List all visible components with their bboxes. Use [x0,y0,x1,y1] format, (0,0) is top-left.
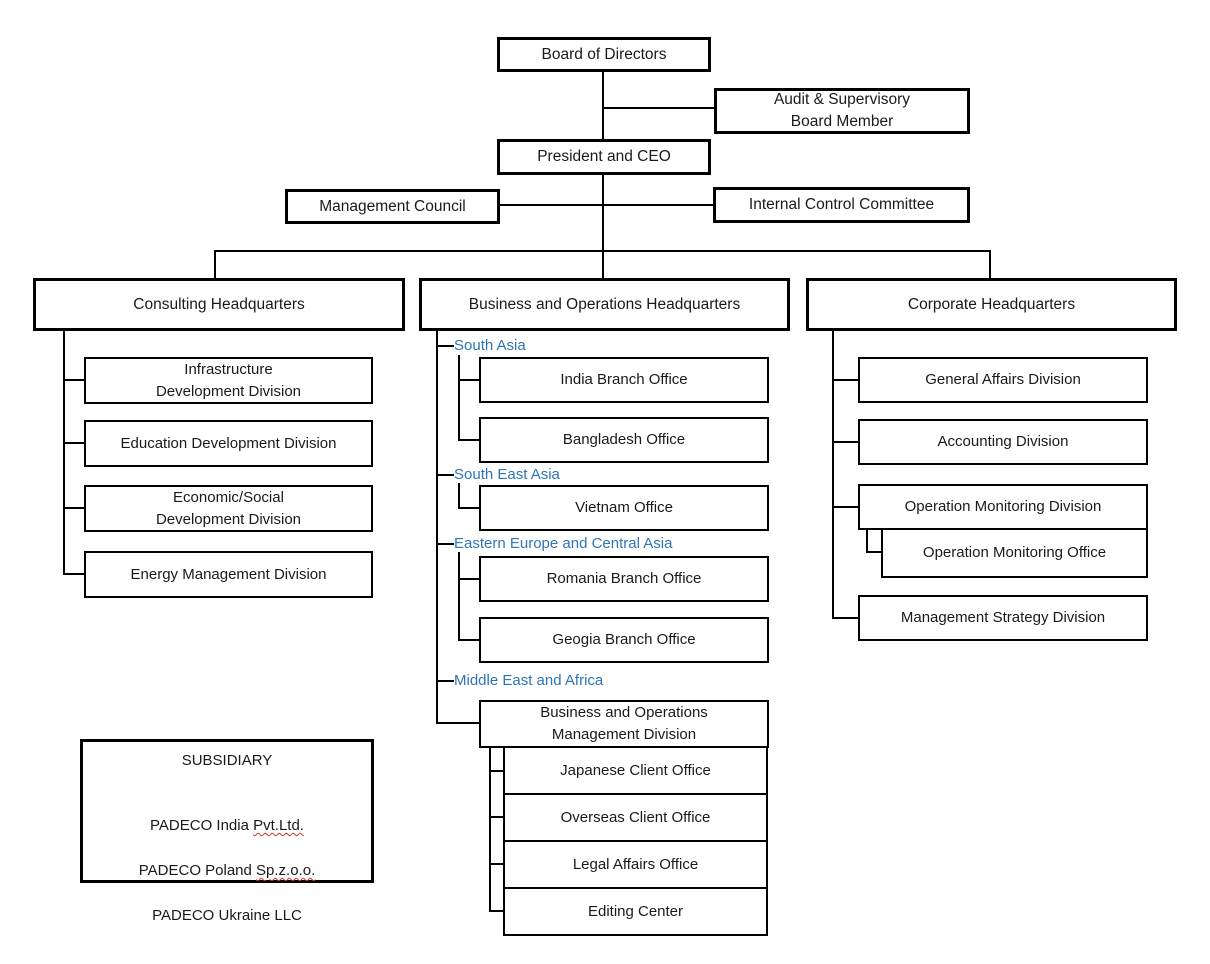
node-education-development-division: Education Development Division [84,420,373,467]
connector-eastern-europe-trunk [458,552,460,641]
subsidiary-company-name: PADECO Ukraine LLC [152,907,302,924]
region-label-middle-east-africa: Middle East and Africa [454,672,604,689]
connector-elbow-bom-division [436,722,479,724]
region-label-south-asia: South Asia [454,337,526,354]
connector-business-trunk [436,331,438,724]
node-management-strategy-division: Management Strategy Division [858,595,1148,641]
connector-tick-bangladesh [458,439,479,441]
subsidiary-company-name: PADECO India [150,817,254,834]
connector-tick-education [63,442,84,444]
connector-tick-south-asia [436,345,454,347]
connector-op-office-tick [866,551,882,553]
subsidiary-company-suffix-misspelled: Pvt.Ltd. [253,817,304,834]
node-overseas-client-office: Overseas Client Office [503,793,768,842]
node-india-branch-office: India Branch Office [479,357,769,403]
node-operation-monitoring-office: Operation Monitoring Office [881,528,1148,578]
connector-corporate-trunk [832,331,834,618]
node-energy-management-division: Energy Management Division [84,551,373,598]
region-label-eastern-europe-central-asia: Eastern Europe and Central Asia [454,535,673,552]
subsidiary-company-line: PADECO Ukraine LLC [139,904,315,927]
connector-tick-infrastructure [63,379,84,381]
subsidiary-company-name: PADECO Poland [138,862,257,879]
connector-tick-eastern-europe [436,543,454,545]
connector-splitter-drop-left [214,250,216,278]
connector-consulting-trunk [63,331,65,575]
region-label-south-east-asia: South East Asia [454,466,560,483]
subsidiary-company-list: PADECO India Pvt.Ltd. PADECO Poland Sp.z… [139,792,315,949]
connector-to-audit [602,107,714,109]
node-infrastructure-development-division: Infrastructure Development Division [84,357,373,404]
connector-tick-vietnam [458,507,479,509]
connector-op-office-drop [866,530,868,553]
subsidiary-company-suffix-misspelled: Sp.z.o.o. [256,862,316,879]
node-editing-center: Editing Center [503,887,768,936]
node-accounting-division: Accounting Division [858,419,1148,465]
connector-tick-energy [63,573,84,575]
node-management-council: Management Council [285,189,500,224]
node-corporate-headquarters: Corporate Headquarters [806,278,1177,331]
connector-tick-geogia [458,639,479,641]
connector-south-asia-trunk [458,355,460,441]
node-internal-control-committee: Internal Control Committee [713,187,970,223]
connector-tick-india [458,379,479,381]
node-audit-supervisory-board-member: Audit & Supervisory Board Member [714,88,970,134]
connector-bom-offices-trunk [489,746,491,912]
connector-tick-economic [63,507,84,509]
connector-tick-romania [458,578,479,580]
node-romania-branch-office: Romania Branch Office [479,556,769,602]
node-vietnam-office: Vietnam Office [479,485,769,531]
subsidiary-box: SUBSIDIARY PADECO India Pvt.Ltd. PADECO … [80,739,374,924]
connector-splitter-drop-right [989,250,991,278]
connector-tick-op-monitoring-division [832,506,858,508]
connector-south-east-asia-trunk [458,483,460,509]
connector-tick-general-affairs [832,379,858,381]
node-general-affairs-division: General Affairs Division [858,357,1148,403]
connector-tick-legal-affairs [489,863,503,865]
node-geogia-branch-office: Geogia Branch Office [479,617,769,663]
node-japanese-client-office: Japanese Client Office [503,746,768,795]
connector-tick-middle-east [436,680,454,682]
connector-tick-overseas-client [489,816,503,818]
node-bangladesh-office: Bangladesh Office [479,417,769,463]
subsidiary-company-line: PADECO India Pvt.Ltd. [139,814,315,837]
node-board-of-directors: Board of Directors [497,37,711,72]
node-business-operations-headquarters: Business and Operations Headquarters [419,278,790,331]
connector-hq-splitter [214,250,991,252]
connector-tick-japanese-client [489,770,503,772]
node-business-operations-management-division: Business and Operations Management Divis… [479,700,769,748]
subsidiary-title: SUBSIDIARY [181,752,273,769]
node-consulting-headquarters: Consulting Headquarters [33,278,405,331]
connector-president-to-hq [602,175,604,278]
subsidiary-company-line: PADECO Poland Sp.z.o.o. [139,859,315,882]
node-economic-social-development-division: Economic/Social Development Division [84,485,373,532]
node-president-and-ceo: President and CEO [497,139,711,175]
connector-tick-south-east-asia [436,474,454,476]
connector-tick-management-strategy [832,617,858,619]
node-legal-affairs-office: Legal Affairs Office [503,840,768,889]
connector-board-to-president [602,72,604,139]
connector-tick-accounting [832,441,858,443]
connector-council-committee [500,204,713,206]
connector-tick-editing-center [489,910,503,912]
node-operation-monitoring-division: Operation Monitoring Division [858,484,1148,530]
